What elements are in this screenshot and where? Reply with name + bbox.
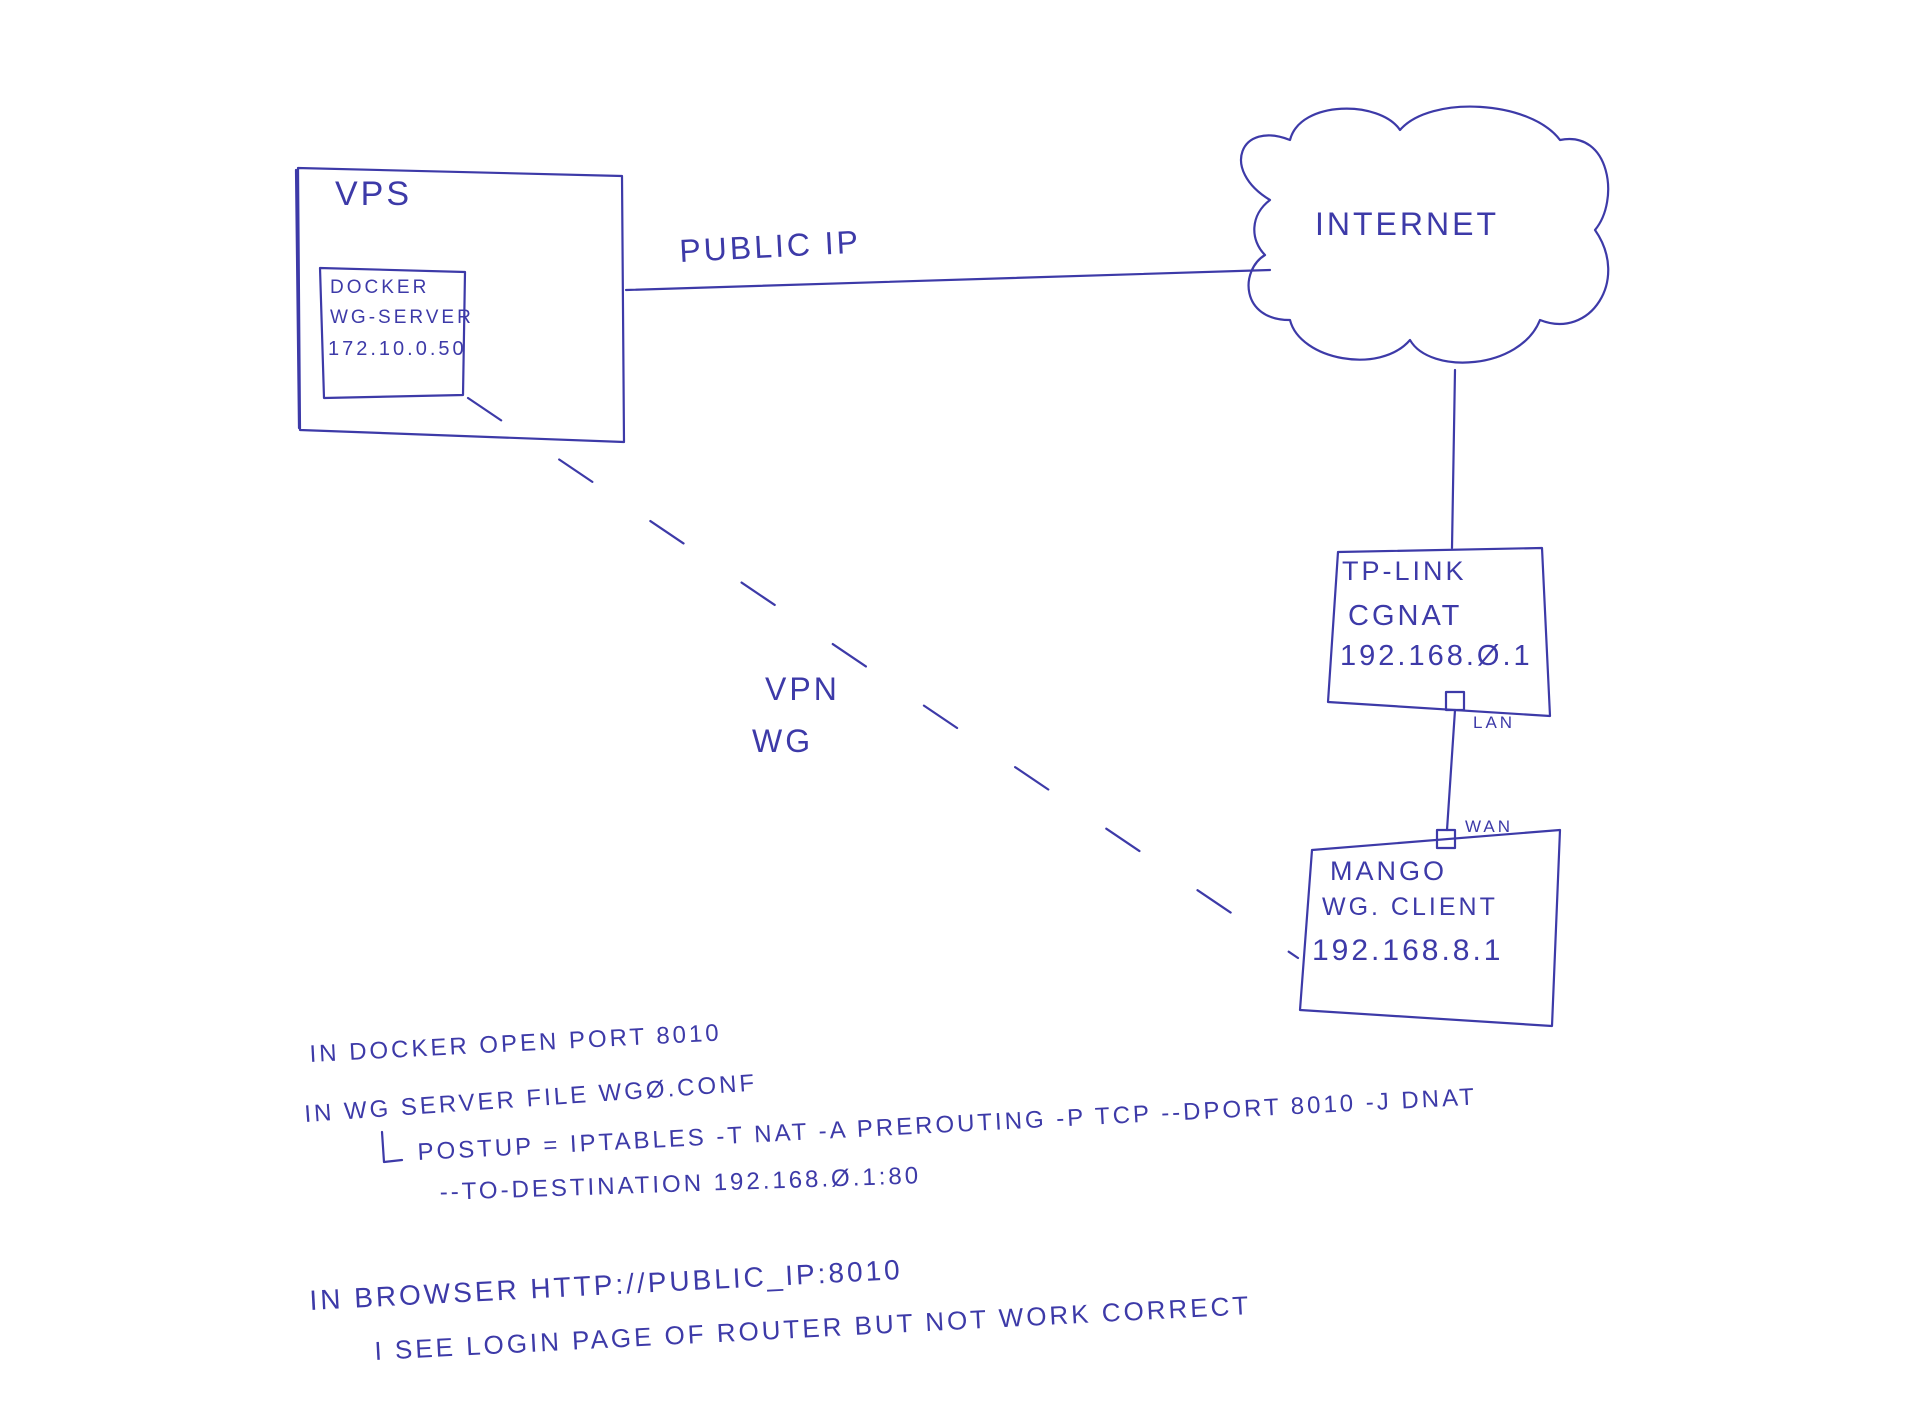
wg-label: WG <box>752 723 813 759</box>
indent-arrow-icon <box>380 1130 404 1164</box>
docker-box <box>318 266 467 400</box>
public-ip-link <box>624 268 1272 292</box>
wan-port-icon <box>1435 828 1457 850</box>
vpn-label: VPN <box>765 671 840 707</box>
tplink-node: TP-LINK CGNAT 192.168.Ø.1 LAN <box>1326 546 1552 732</box>
vps-box <box>294 166 626 444</box>
notes: IN DOCKER OPEN PORT 8010 IN WG SERVER FI… <box>304 1019 1478 1366</box>
lan-port-icon <box>1444 690 1466 712</box>
internet-label: INTERNET <box>1315 206 1499 242</box>
internet-cloud: INTERNET <box>1239 105 1610 364</box>
note-line: IN DOCKER OPEN PORT 8010 <box>309 1019 722 1068</box>
vps-node: VPS DOCKER WG-SERVER 172.10.0.50 <box>294 166 626 444</box>
mango-ip-label: 192.168.8.1 <box>1312 934 1503 967</box>
tplink-label: TP-LINK <box>1342 556 1467 586</box>
wg-client-label: WG. CLIENT <box>1322 893 1498 921</box>
note-line: IN WG SERVER FILE WGØ.CONF <box>304 1069 758 1128</box>
cgnat-label: CGNAT <box>1348 600 1462 632</box>
lan-wan-link <box>1445 708 1457 832</box>
internet-tplink-link <box>1450 368 1457 550</box>
public-ip-label: PUBLIC IP <box>678 224 861 269</box>
mango-node: WAN MANGO WG. CLIENT 192.168.8.1 <box>1298 817 1562 1028</box>
wg-server-label: WG-SERVER <box>330 307 474 328</box>
note-line: --TO-DESTINATION 192.168.Ø.1:80 <box>439 1162 921 1206</box>
lan-port-label: LAN <box>1473 713 1515 732</box>
vps-title: VPS <box>335 175 412 213</box>
mango-label: MANGO <box>1330 856 1447 886</box>
docker-ip-label: 172.10.0.50 <box>328 338 467 360</box>
note-line: IN BROWSER HTTP://PUBLIC_IP:8010 <box>309 1254 904 1316</box>
tplink-ip-label: 192.168.Ø.1 <box>1340 640 1533 672</box>
wan-port-label: WAN <box>1465 817 1513 836</box>
vpn-tunnel-line <box>466 396 1300 960</box>
docker-label: DOCKER <box>330 277 429 298</box>
